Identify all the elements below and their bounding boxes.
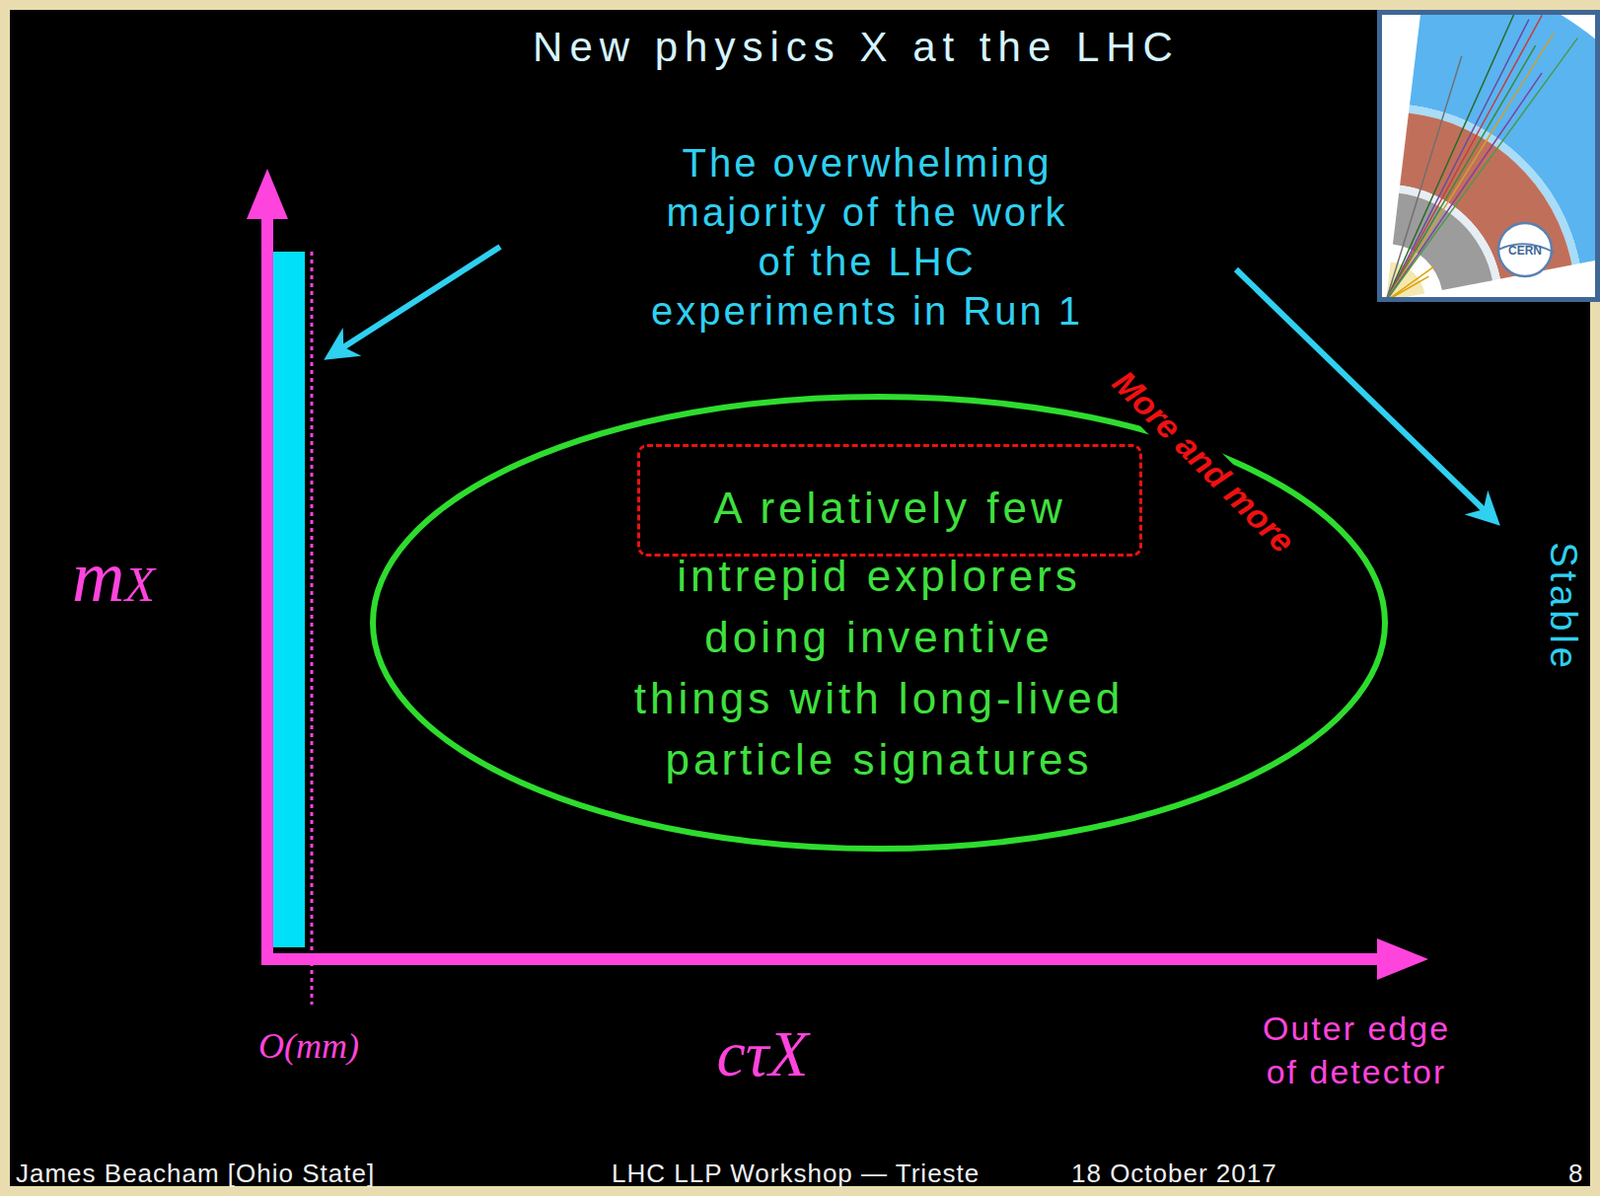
particle-track <box>1385 37 1578 301</box>
particle-track <box>1385 266 1435 301</box>
particle-track <box>1385 56 1462 301</box>
prompt-region-bar <box>273 251 305 947</box>
detector-wedge <box>1385 9 1600 301</box>
lifetime-ellipse: intrepid explorers doing inventive thing… <box>368 392 1389 853</box>
slide-ground <box>9 9 1591 1186</box>
logo-frame <box>1380 12 1599 300</box>
axis-arrowhead <box>246 168 289 219</box>
axis-label: cτX <box>716 1016 808 1091</box>
ellipse-text: intrepid explorers doing inventive thing… <box>632 545 1126 791</box>
axis-arrowhead <box>1377 938 1429 980</box>
logo-text: CERN <box>1508 243 1542 258</box>
mass-axis <box>261 212 274 955</box>
footer-date: 18 October 2017 <box>1071 1158 1278 1189</box>
tick-label: O(mm) <box>258 1024 360 1067</box>
particle-track <box>1385 33 1554 301</box>
page-number: 8 <box>1568 1158 1584 1189</box>
cern-roundel <box>1498 222 1552 277</box>
leader-arrow <box>329 246 501 357</box>
highlighted-text: A relatively few <box>713 477 1066 539</box>
footer-author: James Beacham [Ohio State] <box>15 1158 375 1189</box>
callout-text: The overwhelming majority of the work of… <box>650 138 1085 336</box>
mm-marker-line <box>310 251 314 1005</box>
axis-end-label: Outer edge of detector <box>1261 1006 1452 1093</box>
slide-title: New physics X at the LHC <box>532 23 1180 72</box>
footer-event: LHC LLP Workshop — Trieste <box>611 1158 980 1189</box>
axis-label: mX <box>72 534 155 619</box>
highlight-box: A relatively few <box>637 443 1143 557</box>
cern-logo <box>1377 0 1600 302</box>
stable-label: Stable <box>1541 541 1585 672</box>
lifetime-axis <box>261 952 1382 965</box>
